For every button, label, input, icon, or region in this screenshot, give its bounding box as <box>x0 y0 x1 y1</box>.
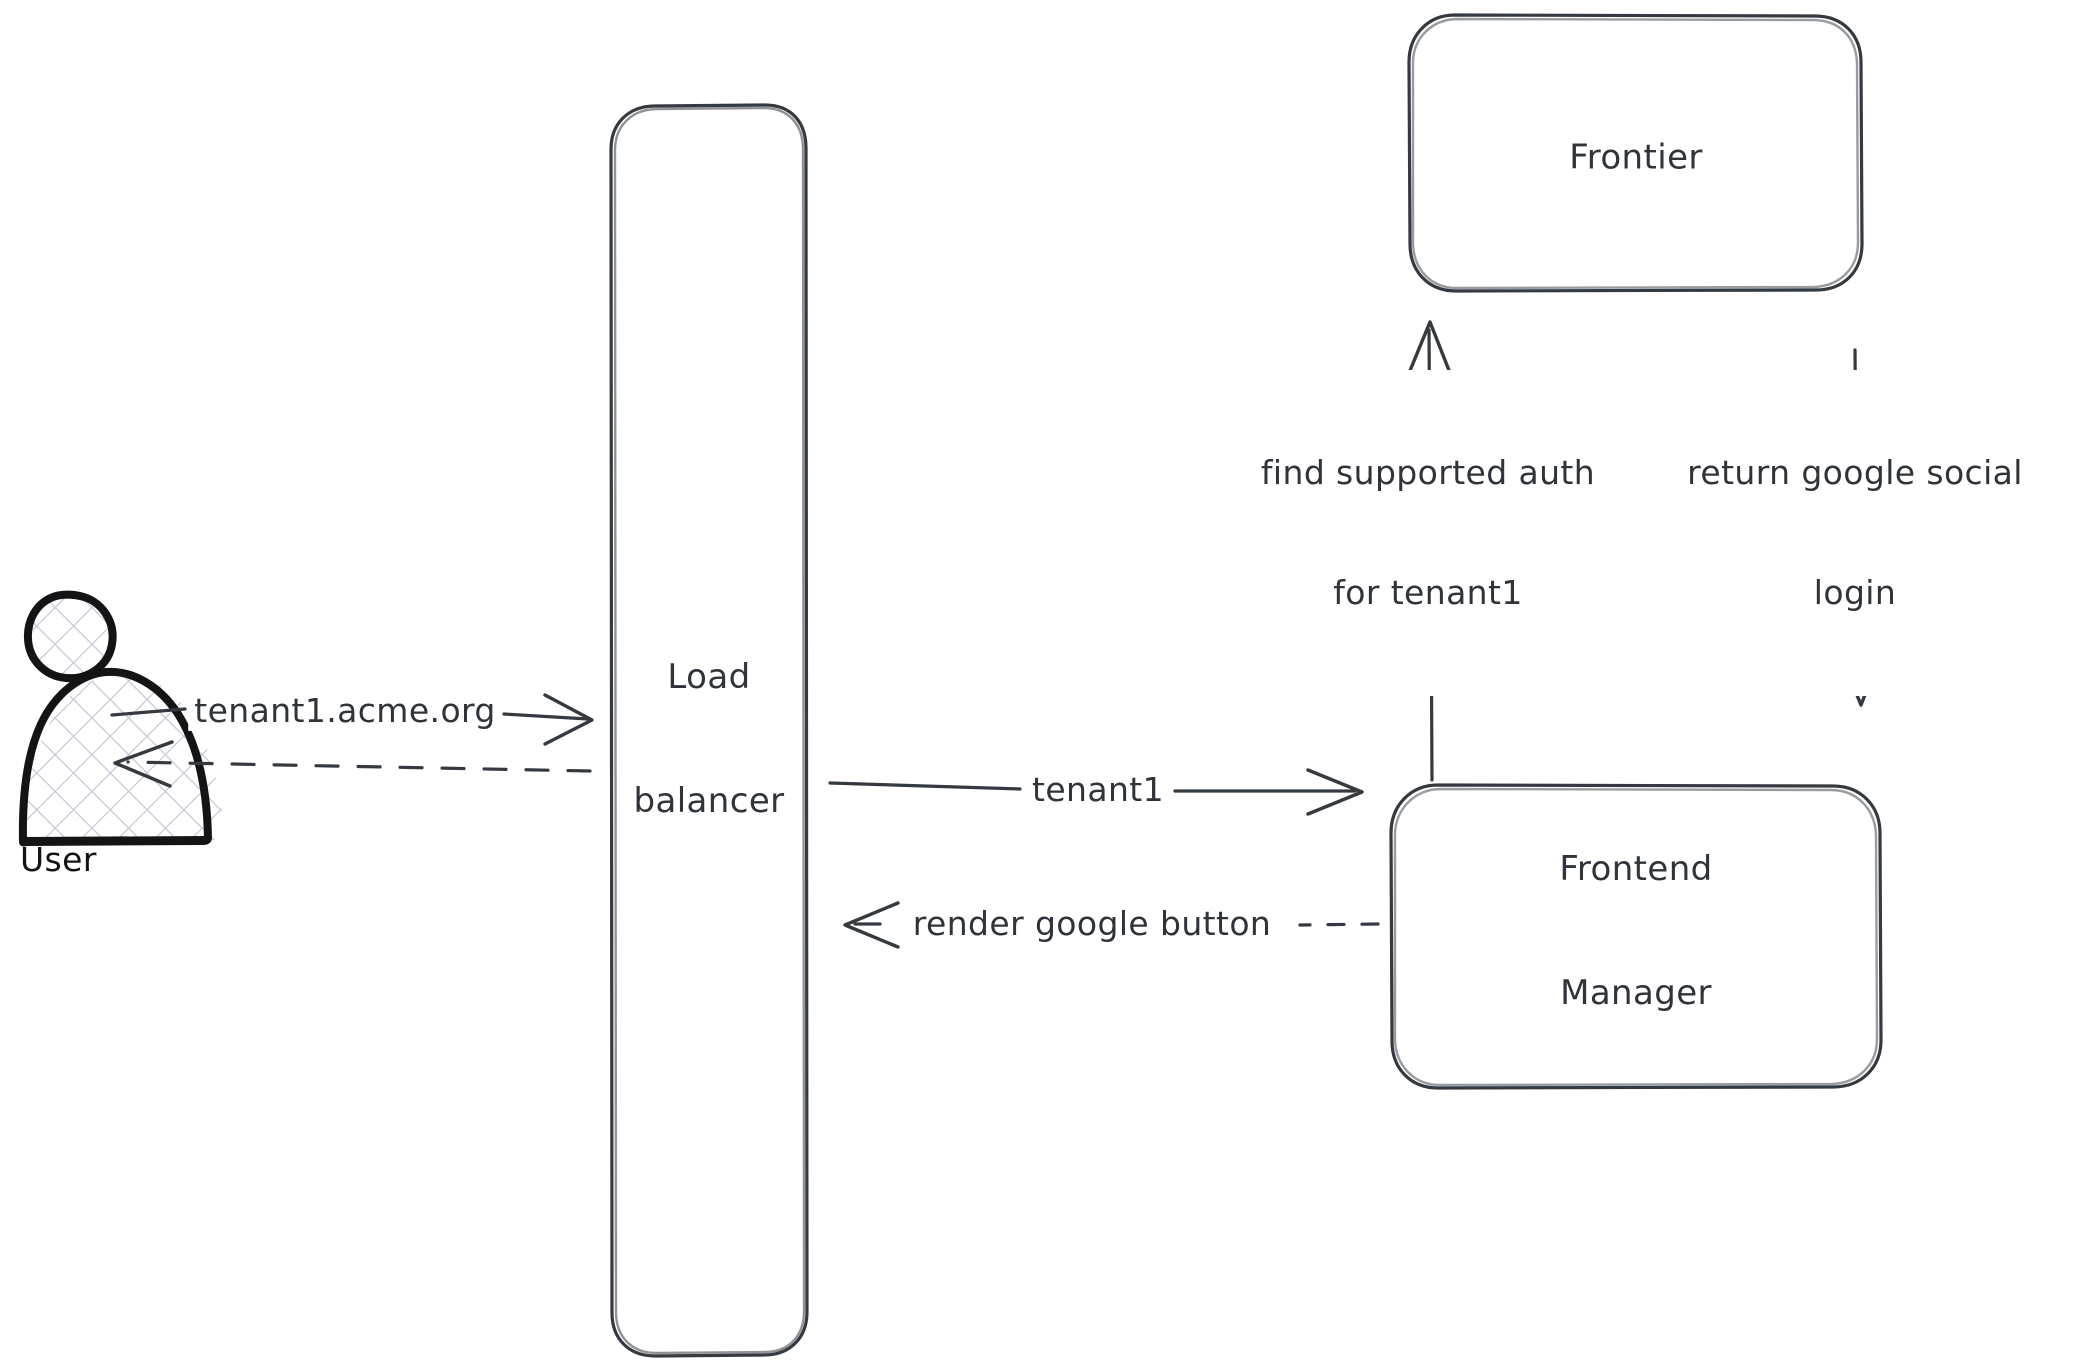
node-label-frontend-manager-line2: Manager <box>1560 973 1712 1014</box>
edge-label-tenant1: tenant1 <box>1025 769 1171 811</box>
node-label-frontend-manager: Frontend Manager <box>1559 766 1712 1098</box>
node-frontend-manager-shape[interactable] <box>1389 783 1883 1090</box>
edge-label-tenant1-acme-org: tenant1.acme.org <box>188 690 502 732</box>
edge-label-render-google-button: render google button <box>906 903 1278 945</box>
edge-label-find-supported-auth-line1: find supported auth <box>1260 452 1596 492</box>
edge-label-return-google-social-login-line1: return google social <box>1687 452 2023 492</box>
edge-user-to-lb[interactable] <box>110 693 594 746</box>
edge-lb-to-user[interactable] <box>113 740 592 788</box>
edge-label-return-google-social-login-line2: login <box>1813 573 1897 613</box>
node-frontier-shape[interactable] <box>1407 13 1864 293</box>
node-label-frontend-manager-line1: Frontend <box>1559 849 1713 890</box>
node-label-load-balancer-line1: Load <box>667 657 751 698</box>
edge-lb-to-fm[interactable] <box>828 768 1364 816</box>
edge-fm-to-lb[interactable] <box>843 901 1380 949</box>
node-label-load-balancer-line2: balancer <box>633 781 785 822</box>
user-person-icon <box>18 590 224 847</box>
node-label-load-balancer: Load balancer <box>633 574 784 906</box>
edge-label-find-supported-auth: find supported auth for tenant1 <box>1250 370 1606 696</box>
edge-label-find-supported-auth-line2: for tenant1 <box>1333 573 1523 613</box>
node-load-balancer-shape[interactable] <box>609 103 809 1358</box>
edge-label-return-google-social-login: return google social login <box>1677 370 2033 696</box>
node-label-frontier-line1: Frontier <box>1569 137 1703 178</box>
user-caption: User <box>20 840 97 879</box>
node-label-frontier: Frontier <box>1569 54 1703 261</box>
